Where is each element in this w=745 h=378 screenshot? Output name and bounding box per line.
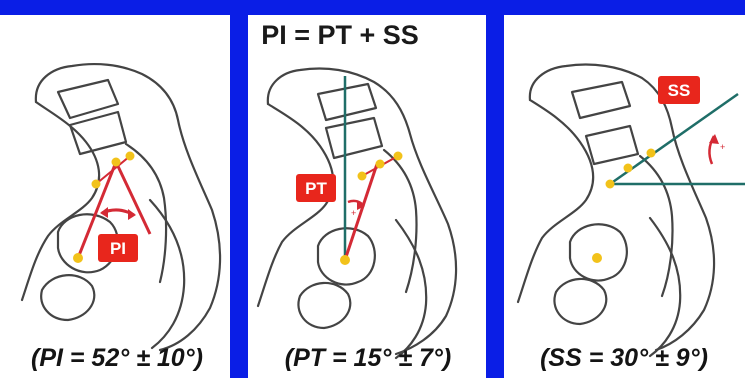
pi-arrow-head-right [128,209,136,220]
sacral-plate-dot-1 [92,180,101,189]
vertebra-lower [326,118,382,158]
sacral-plate-dot-3 [126,152,135,161]
sacral-plate-dot-2 [624,164,633,173]
iliac-contour [258,104,333,306]
ss-arrow-head [709,134,719,144]
vertebra-upper [572,82,630,118]
landmark-dots [592,149,656,264]
acetabulum [298,283,350,328]
pt-tag: PT [296,174,336,202]
iliac-contour [518,100,593,302]
pi-line-sacral-normal [116,162,150,234]
top-divider [0,0,745,15]
ss-tag: SS [658,76,700,104]
sacral-plate-dot-3 [647,149,656,158]
pi-tag: PI [98,234,138,262]
sacral-plate-dot-2 [112,158,121,167]
sacrum-contour [36,64,220,350]
ss-plus-sign: + [720,142,725,152]
divider-right [486,0,504,378]
sacral-plate-dot-1 [606,180,615,189]
pelvis-outline [22,64,220,350]
ss-caption: (SS = 30° ± 9°) [540,344,708,372]
pi-tag-label: PI [110,239,126,258]
vertebra-upper [58,80,118,118]
sacral-plate-dot-3 [394,152,403,161]
pi-caption: (PI = 52° ± 10°) [31,344,203,372]
panel-pt: PI = PT + SS + PT [258,20,456,372]
acetabulum [554,279,606,324]
ischium-contour [150,200,184,348]
ischium-contour [396,220,426,358]
hip-axis-dot [340,255,350,265]
hip-axis-dot [73,253,83,263]
pelvis-outline [258,69,456,359]
pt-angle-lines: + [345,76,398,262]
iliac-contour [22,102,99,300]
sacral-plate-dot-2 [376,160,385,169]
vertebra-upper [318,84,376,120]
panel-ss: + SS (SS = 30° ± 9°) [518,65,745,373]
femoral-head [570,224,627,280]
sacral-plate-dot-1 [358,172,367,181]
divider-left [230,0,248,378]
formula-title: PI = PT + SS [261,20,419,50]
pelvis-outline [518,65,714,357]
pt-plus-sign: + [351,208,356,218]
ss-tag-label: SS [668,81,691,100]
vertebra-lower [586,126,638,164]
pt-caption: (PT = 15° ± 7°) [285,344,451,372]
sacral-plate [384,150,417,292]
pt-tag-label: PT [305,179,327,198]
hip-axis-dot [592,253,602,263]
acetabulum [41,275,94,320]
panel-pi: PI (PI = 52° ± 10°) [22,64,220,372]
